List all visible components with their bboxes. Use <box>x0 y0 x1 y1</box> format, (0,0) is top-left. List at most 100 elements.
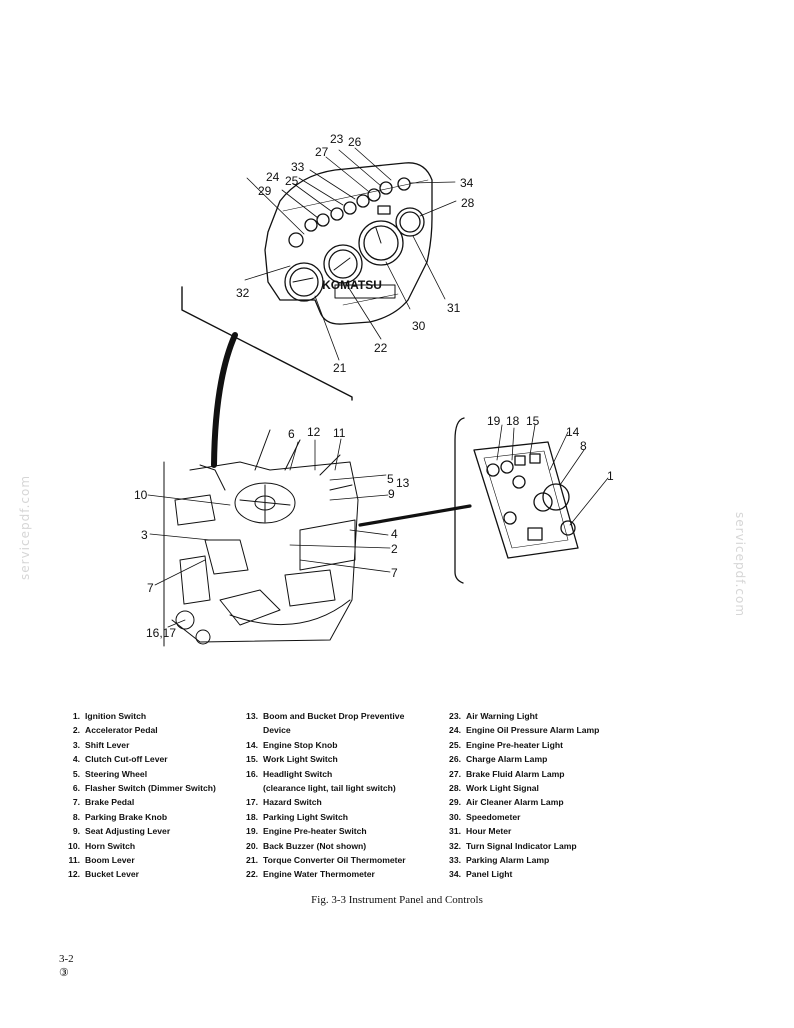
callout-labels: 23 26 27 33 24 25 29 34 28 32 31 30 22 2… <box>134 132 614 640</box>
legend-item-text: Engine Pre-heater Switch <box>263 826 367 837</box>
legend-item: 33. Parking Alarm Lamp <box>436 853 636 867</box>
page-number: 3-2 <box>59 953 74 965</box>
legend-item: 20. Back Buzzer (Not shown) <box>233 839 433 853</box>
callout-22: 22 <box>374 341 388 355</box>
legend-item: 18.Parking Light Switch <box>233 810 433 824</box>
callout-11: 11 <box>333 426 346 440</box>
callout-30: 30 <box>412 319 426 333</box>
callout-9: 9 <box>388 487 395 501</box>
legend-item: 14. Engine Stop Knob <box>233 738 433 752</box>
legend-item: 11.Boom Lever <box>55 853 235 867</box>
callout-29: 29 <box>258 184 272 198</box>
legend-item-number: 11. <box>68 854 80 865</box>
legend-item-number: 16. <box>246 768 258 779</box>
legend-item: 15.Work Light Switch <box>233 752 433 766</box>
legend-item-text: Speedometer <box>466 811 521 822</box>
legend-item-number: 22. <box>246 869 258 880</box>
callout-23: 23 <box>330 132 344 146</box>
callout-32: 32 <box>236 286 250 300</box>
callout-15: 15 <box>526 414 540 428</box>
legend-item-text: Hazard Switch <box>263 797 322 808</box>
legend-item-number: 14. <box>246 739 258 750</box>
legend-item: 1.Ignition Switch <box>55 709 235 723</box>
legend-item: 9.Seat Adjusting Lever <box>55 824 235 838</box>
callout-13: 13 <box>396 476 410 490</box>
legend-item-text: Boom and Bucket Drop Preventive <box>263 711 405 721</box>
legend-item-number: 20. <box>246 840 258 851</box>
legend-item: 8. Parking Brake Knob <box>55 810 235 824</box>
legend-item: 13.Boom and Bucket Drop Preventive <box>233 709 433 723</box>
legend-item-text: Turn Signal Indicator Lamp <box>466 840 577 851</box>
callout-34: 34 <box>460 176 474 190</box>
legend-item-number: 10. <box>68 840 80 851</box>
legend-item: 21. Torque Converter Oil Thermometer <box>233 853 433 867</box>
revision-mark: ③ <box>59 967 69 979</box>
callout-7-right: 7 <box>391 566 398 580</box>
legend-item: 29. Air Cleaner Alarm Lamp <box>436 795 636 809</box>
legend-item-text: Work Light Signal <box>466 782 539 793</box>
legend-item-continuation: Device <box>263 725 291 736</box>
legend-item-text: Parking Brake Knob <box>85 811 168 822</box>
legend-item-text: Panel Light <box>466 869 513 880</box>
callout-25: 25 <box>285 174 299 188</box>
legend-item: 23.Air Warning Light <box>436 709 636 723</box>
legend-item-text: Torque Converter Oil Thermometer <box>263 854 406 865</box>
legend-item-text: Accelerator Pedal <box>85 725 158 736</box>
legend-item: 28.Work Light Signal <box>436 781 636 795</box>
callout-2: 2 <box>391 542 398 556</box>
callout-3: 3 <box>141 528 148 542</box>
legend-item-text: Engine Oil Pressure Alarm Lamp <box>466 725 600 736</box>
legend-item-number: 7. <box>72 797 80 808</box>
legend-item-number: 8. <box>72 811 80 822</box>
legend-item-text: Air Cleaner Alarm Lamp <box>466 797 564 808</box>
legend-item-number: 9. <box>72 826 80 837</box>
figure-caption: Fig. 3-3 Instrument Panel and Controls <box>311 894 483 906</box>
legend-item-number: 15. <box>246 754 258 765</box>
legend-item-number: 34. <box>449 869 461 880</box>
upper-instrument-panel <box>264 162 433 325</box>
legend-item-number: 21. <box>246 854 258 865</box>
callout-21: 21 <box>333 361 347 375</box>
legend-item: 2.Accelerator Pedal <box>55 723 235 737</box>
legend-item: 5.Steering Wheel <box>55 767 235 781</box>
legend-item-number: 33. <box>449 854 461 865</box>
legend-item: 19. Engine Pre-heater Switch <box>233 824 433 838</box>
legend-item-number: 26. <box>449 754 461 765</box>
legend-item: 22.Engine Water Thermometer <box>233 867 433 881</box>
legend-item: 16. Headlight Switch <box>233 767 433 781</box>
page-number-block: 3-2 ③ <box>59 952 74 980</box>
legend-item-number: 25. <box>449 739 461 750</box>
legend-item: 10. Horn Switch <box>55 839 235 853</box>
legend-item: 24. Engine Oil Pressure Alarm Lamp <box>436 723 636 737</box>
callout-26: 26 <box>348 135 362 149</box>
callout-28: 28 <box>461 196 475 210</box>
legend-item-text: Charge Alarm Lamp <box>466 754 548 765</box>
legend-item-number: 31. <box>449 826 461 837</box>
legend-item-text: Horn Switch <box>85 840 136 851</box>
legend-item-text: Hour Meter <box>466 826 512 837</box>
legend-item-number: 23. <box>449 711 461 721</box>
legend-item: 27.Brake Fluid Alarm Lamp <box>436 767 636 781</box>
legend-item-number: 30. <box>449 811 461 822</box>
legend-item-text: Engine Stop Knob <box>263 739 338 750</box>
legend-item-text: Headlight Switch <box>263 768 333 779</box>
legend-item-text: Back Buzzer (Not shown) <box>263 840 367 851</box>
legend-item: 3.Shift Lever <box>55 738 235 752</box>
legend-item: 7.Brake Pedal <box>55 795 235 809</box>
legend-item: 6.Flasher Switch (Dimmer Switch) <box>55 781 235 795</box>
legend-item-text: Engine Pre-heater Light <box>466 739 563 750</box>
callout-27: 27 <box>315 145 329 159</box>
legend-item-number: 29. <box>449 797 461 808</box>
legend-item-text: Parking Alarm Lamp <box>466 854 550 865</box>
legend-item-number: 27. <box>449 768 461 779</box>
legend-item-number: 5. <box>72 768 80 779</box>
legend-item-number: 24. <box>449 725 461 736</box>
leader-lines <box>147 147 609 628</box>
legend-item: 25. Engine Pre-heater Light <box>436 738 636 752</box>
operator-station <box>163 429 359 647</box>
legend-item-number: 19. <box>246 826 258 837</box>
callout-5: 5 <box>387 472 394 486</box>
legend-column-3: 23.Air Warning Light 24. Engine Oil Pressu… <box>436 709 636 882</box>
callout-10: 10 <box>134 488 148 502</box>
